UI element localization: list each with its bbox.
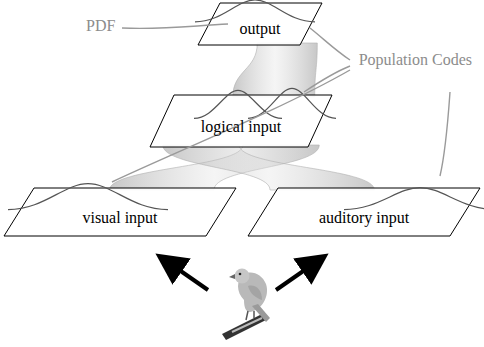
plane-shape: [150, 95, 332, 147]
mapping-band: [163, 145, 375, 190]
plane-label: auditory input: [319, 210, 409, 226]
plane-label: output: [240, 21, 281, 37]
pdf-label: PDF: [86, 18, 115, 35]
leader-line: [440, 92, 450, 176]
leader-line: [304, 66, 350, 92]
leader-line: [310, 28, 350, 60]
output-plane: output: [198, 3, 322, 45]
population-code-curve: [344, 188, 484, 210]
plane-shape: [198, 3, 322, 45]
population-code-curve: [8, 184, 168, 210]
population-code-curve: [248, 88, 336, 118]
population-code-curve: [195, 0, 315, 22]
visual-input-plane: visual input: [4, 188, 236, 236]
leader-line: [112, 70, 350, 182]
population-code-curve: [194, 90, 282, 118]
sense-arrow: [276, 258, 322, 290]
plane-label: visual input: [82, 210, 157, 226]
auditory-input-plane: auditory input: [248, 188, 480, 236]
sense-arrow: [162, 258, 208, 290]
mapping-band: [233, 43, 317, 97]
logical-input-plane: logical input: [150, 95, 332, 147]
bird-illustration: [222, 269, 270, 341]
plane-label: logical input: [201, 119, 281, 135]
callout-label: Population Codes: [354, 52, 472, 69]
